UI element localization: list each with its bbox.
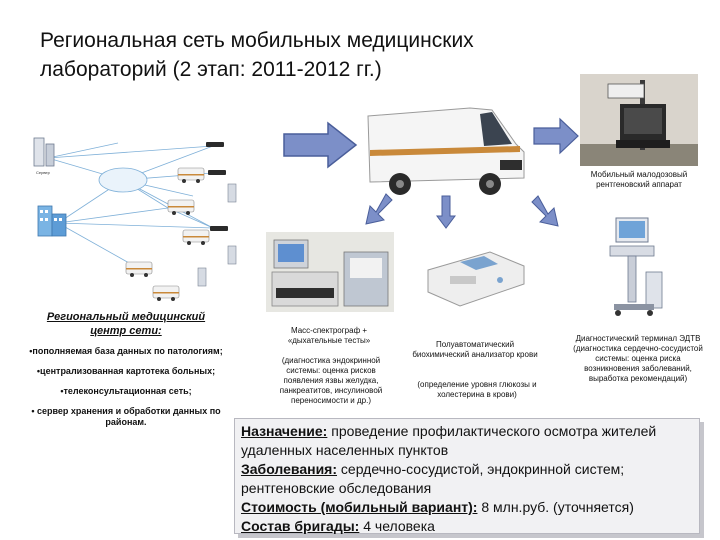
list-item: •пополняемая база данных по патологиям; xyxy=(29,346,223,356)
building-icon xyxy=(37,205,67,237)
network-diagram: Сервер xyxy=(33,137,237,301)
arrow-right-icon xyxy=(533,117,579,155)
mass-spec-note: (диагностика эндокринной системы: оценка… xyxy=(279,356,383,405)
cloud-icon xyxy=(98,167,148,193)
svg-text:Сервер: Сервер xyxy=(36,170,51,175)
summary-box: Назначение: проведение профилактического… xyxy=(234,418,700,534)
team-label: Состав бригады: xyxy=(241,518,360,534)
regional-center-heading: Региональный медицинский центр сети: xyxy=(46,311,206,337)
mass-spec-caption: Масс-спектрограф + «дыхательные тесты» xyxy=(287,326,371,345)
arrow-right-icon xyxy=(283,121,358,169)
cost-row: Стоимость (мобильный вариант): 8 млн.руб… xyxy=(241,498,693,517)
blood-analyzer-image xyxy=(427,251,525,307)
cost-label: Стоимость (мобильный вариант): xyxy=(241,499,478,515)
small-van-icon xyxy=(177,167,205,183)
team-row: Состав бригады: 4 человека xyxy=(241,517,693,536)
cost-text: 8 млн.руб. (уточняется) xyxy=(477,499,634,515)
diseases-label: Заболевания: xyxy=(241,461,338,477)
analyzer-caption: Полуавтоматический биохимический анализа… xyxy=(412,340,538,359)
list-item: •телеконсультационная сеть; xyxy=(60,386,192,396)
regional-center-block: Региональный медицинский центр сети: •по… xyxy=(28,310,224,437)
diseases-row: Заболевания: сердечно-сосудистой, эндокр… xyxy=(241,460,693,498)
team-text: 4 человека xyxy=(359,518,435,534)
purpose-row: Назначение: проведение профилактического… xyxy=(241,422,693,460)
mass-spectrograph-image xyxy=(266,232,394,312)
analyzer-note: (определение уровня глюкозы и холестерин… xyxy=(417,380,537,399)
xray-device-image xyxy=(580,74,698,166)
server-icon xyxy=(33,137,55,167)
xray-caption: Мобильный малодозовый рентгеновский аппа… xyxy=(590,170,688,189)
slide-title: Региональная сеть мобильных медицинских … xyxy=(40,29,474,81)
arrow-down-icon xyxy=(436,195,456,229)
ecg-caption: Диагностический терминал ЭДТВ (диагности… xyxy=(573,334,703,383)
mobile-lab-van-image xyxy=(367,107,525,195)
purpose-label: Назначение: xyxy=(241,423,328,439)
arrow-down-left-icon xyxy=(365,193,393,225)
list-item: • сервер хранения и обработки данных по … xyxy=(31,406,221,427)
diseases-text: сердечно-сосудистой, эндокринной систем;… xyxy=(241,461,625,496)
list-item: •централизованная картотека больных; xyxy=(36,366,216,376)
ecg-terminal-image xyxy=(609,217,663,316)
purpose-text: проведение профилактического осмотра жит… xyxy=(241,423,657,458)
arrow-down-right-icon xyxy=(531,195,559,227)
